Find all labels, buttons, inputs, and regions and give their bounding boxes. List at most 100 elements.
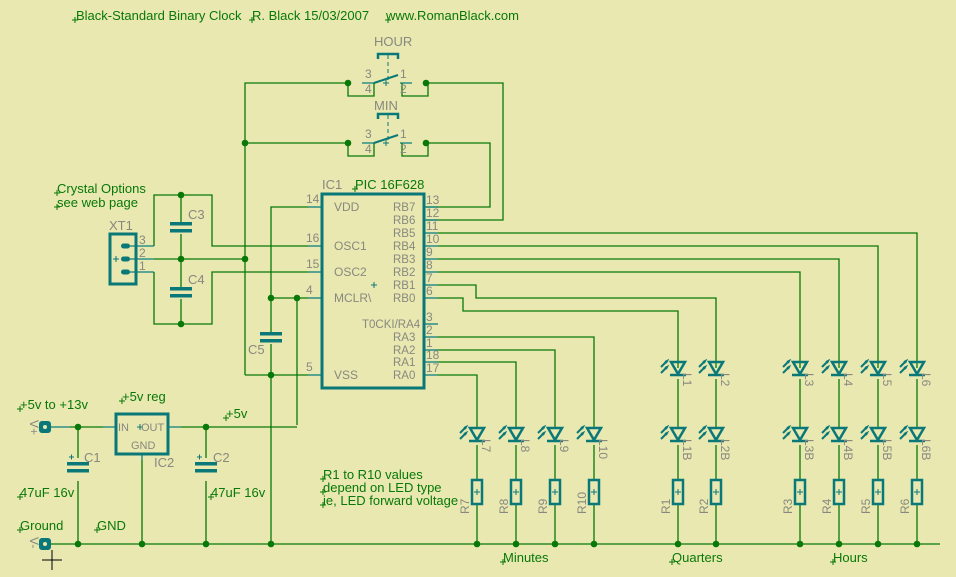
wires <box>51 79 940 548</box>
crystal-note-line1: Crystal Options <box>57 181 146 196</box>
cap-label: C5 <box>248 342 265 357</box>
led-l1 <box>660 358 688 377</box>
led-triangle <box>868 360 888 377</box>
cap-plus <box>69 454 74 460</box>
resistor-label: R3 <box>781 498 795 514</box>
led-light-arrows <box>537 424 547 440</box>
regulator-ic2 <box>114 412 170 456</box>
led-l6 <box>899 358 927 377</box>
led-triangle <box>706 360 726 377</box>
led-light-arrows <box>698 358 708 374</box>
xt1-pin-pad <box>121 243 130 249</box>
xt1-pin-1: 1 <box>139 259 146 273</box>
resistor-body <box>832 478 846 506</box>
ic1-pin-number: 18 <box>426 348 440 362</box>
cap-plate <box>260 332 282 336</box>
ic1-body <box>320 192 426 390</box>
switch-label-hour: HOUR <box>374 34 412 49</box>
led-light-arrows <box>899 358 909 374</box>
led-triangle <box>868 426 888 443</box>
website-text: www.RomanBlack.com <box>385 8 519 23</box>
led-label: L6B <box>919 439 933 460</box>
ic1-pin-name: RB6 <box>393 215 415 227</box>
junction-dot <box>241 139 249 147</box>
switch-actuator <box>376 52 400 59</box>
switch-origin <box>383 80 389 86</box>
ic1-pin-number: 15 <box>306 257 320 271</box>
led-light-arrows <box>860 424 870 440</box>
pin-line <box>130 245 154 273</box>
resistor-origin <box>474 489 480 495</box>
ic1-pin-number: 2 <box>426 323 433 337</box>
ic1-pin-name: RA0 <box>393 370 415 382</box>
led-light-arrows <box>459 424 469 440</box>
resistor-r10 <box>587 478 601 506</box>
crystal-xt1 <box>108 232 138 286</box>
led-l2b <box>698 424 726 443</box>
resistor-origin <box>914 489 920 495</box>
led-l5b <box>860 424 888 443</box>
junction-dot <box>512 540 520 548</box>
resistor-body <box>548 478 562 506</box>
text-anchor-mark <box>94 527 100 533</box>
text-anchor-mark <box>54 190 60 196</box>
resistor-r9 <box>548 478 562 506</box>
led-light-arrows <box>698 424 708 440</box>
led-label: L2B <box>718 439 732 460</box>
led-label: L3B <box>802 439 816 460</box>
capacitor-c4 <box>170 287 192 298</box>
led-l3 <box>782 358 810 377</box>
ic2-body <box>114 412 170 456</box>
led-l7 <box>459 424 487 443</box>
resistor-label: R4 <box>820 498 834 514</box>
vminus-label: V- <box>27 537 41 548</box>
resistor-label: R6 <box>898 498 912 514</box>
led-l4b <box>821 424 849 443</box>
resistor-body <box>587 478 601 506</box>
led-l5 <box>860 358 888 377</box>
regulator-label: +5v reg <box>122 389 166 404</box>
wire-hour-to-rb6 <box>426 82 504 221</box>
resistor-origin <box>713 489 719 495</box>
text-anchor-mark <box>17 527 23 533</box>
xt1-pin-3: 3 <box>139 233 146 247</box>
gnd-net-label: GND <box>97 518 126 533</box>
ic1-pin-name: RA1 <box>393 357 415 369</box>
led-l4 <box>821 358 849 377</box>
xt1-origin <box>113 256 119 262</box>
led-label: L10 <box>596 439 610 459</box>
ic1-pin-number: 16 <box>306 231 320 245</box>
cap-plate <box>195 469 217 473</box>
led-label: L8 <box>518 439 532 453</box>
resistor-r3 <box>793 478 807 506</box>
xt1-ref: XT1 <box>109 218 133 233</box>
led-label: L3 <box>802 373 816 387</box>
ic1-pin-name: RB0 <box>393 293 415 305</box>
xt1-pin-pad <box>121 269 130 275</box>
led-light-arrows <box>821 424 831 440</box>
resistor-origin <box>552 489 558 495</box>
junction-dot <box>913 540 921 548</box>
rail-5v-label: +5v <box>226 406 248 421</box>
led-light-arrows <box>782 358 792 374</box>
resistor-body <box>709 478 723 506</box>
junction-dot <box>473 540 481 548</box>
resistor-body <box>671 478 685 506</box>
resistor-label: R7 <box>458 498 472 514</box>
led-triangle <box>545 426 565 443</box>
cap-plate <box>170 294 192 298</box>
ic1-part: PIC 16F628 <box>355 177 424 192</box>
resistor-label: R2 <box>697 498 711 514</box>
resistor-r6 <box>910 478 924 506</box>
led-light-arrows <box>498 424 508 440</box>
ic1-pin-number: 11 <box>426 219 439 233</box>
power-input <box>39 421 62 570</box>
text-anchor-mark <box>17 494 23 500</box>
resistor-note-line: depend on LED type <box>323 480 442 495</box>
resistor-label: R1 <box>659 498 673 514</box>
text-anchor-mark <box>54 204 60 210</box>
ic1-pin-name: RB3 <box>393 254 415 266</box>
capacitor-c2 <box>195 454 217 473</box>
ic1-pin-number: 4 <box>306 283 313 297</box>
text-anchor-mark <box>669 559 675 565</box>
